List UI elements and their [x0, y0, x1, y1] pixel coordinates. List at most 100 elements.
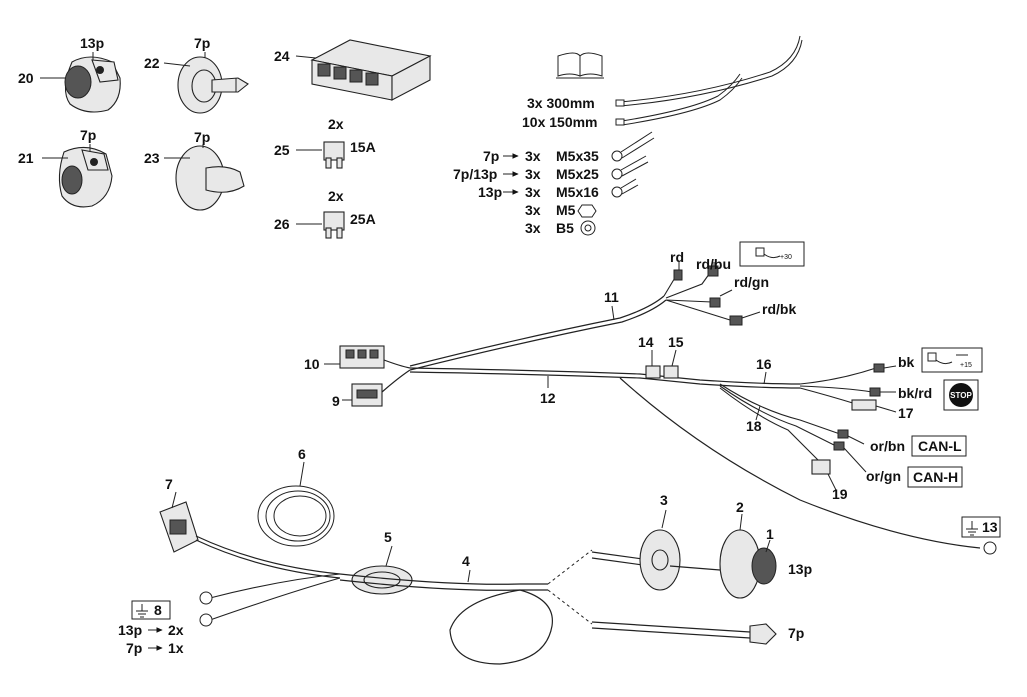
- part-number-20: 20: [18, 70, 34, 86]
- ring-terminal-8a: [199, 591, 213, 605]
- connector-part-19: [811, 459, 831, 475]
- part-number-22: 22: [144, 55, 160, 71]
- terminal-or-gn: [833, 441, 845, 451]
- socket-7p-part-21: [42, 144, 113, 208]
- cable-ties: [615, 35, 803, 126]
- part-number-15: 15: [668, 334, 684, 350]
- screws-list: 7p 3x M5x35 7p/13p 3x M5x25 13p 3x M5x16…: [453, 131, 655, 236]
- part-number-3: 3: [660, 492, 668, 508]
- washer-qty: 3x: [525, 220, 541, 236]
- part-number-25: 25: [274, 142, 290, 158]
- nut-size: M5: [556, 202, 576, 218]
- fuse-25a-part-26: [296, 211, 345, 239]
- part-number-9: 9: [332, 393, 340, 409]
- ring-terminal-8b: [199, 613, 213, 627]
- seal-part-2: [719, 513, 761, 599]
- socket-pins-label-21: 7p: [80, 127, 96, 143]
- badge-can-h: CAN-H: [907, 466, 963, 488]
- badge-plus30: +30: [739, 241, 805, 267]
- wire-color-rd-bk: rd/bk: [762, 301, 796, 317]
- fuse-rating-25a: 25A: [350, 211, 376, 227]
- fuse-qty-25: 2x: [328, 116, 344, 132]
- fuse-rating-15a: 15A: [350, 139, 376, 155]
- badge-stop: STOP: [943, 379, 979, 411]
- ground8-line2-prefix: 7p: [126, 640, 142, 656]
- part-number-17: 17: [898, 405, 914, 421]
- terminal-rd-gn: [709, 297, 721, 308]
- part-number-14: 14: [638, 334, 654, 350]
- ground8-line2-qty: 1x: [168, 640, 184, 656]
- connector-part-9: [342, 383, 383, 407]
- gasket-7p-part-23: [164, 144, 245, 211]
- socket-label-7p: 7p: [788, 625, 804, 641]
- cable-end-7p: [749, 623, 777, 645]
- socket-label-13p: 13p: [788, 561, 812, 577]
- terminal-bk-rd: [869, 387, 881, 397]
- ground-icon-13: [966, 521, 978, 536]
- ground8-line1-prefix: 13p: [118, 622, 142, 638]
- socket-pins-label-20: 13p: [80, 35, 104, 51]
- part-number-2: 2: [736, 499, 744, 515]
- part-number-5: 5: [384, 529, 392, 545]
- screw-2-qty: 3x: [525, 166, 541, 182]
- badge-stop-text: STOP: [950, 391, 972, 400]
- part-number-13: 13: [982, 519, 998, 535]
- ring-terminal-13: [983, 541, 997, 555]
- badge-can-l: CAN-L: [911, 435, 967, 457]
- cable-ties-short: 10x 150mm: [522, 114, 598, 130]
- terminal-rd-bk: [729, 315, 743, 326]
- fuse-holder-part-17: [851, 399, 877, 411]
- badge-ground-8: 8: [131, 600, 171, 620]
- wire-color-rd-bu: rd/bu: [696, 256, 731, 272]
- fuse-15a-part-25: [296, 141, 345, 169]
- badge-plus30-text: +30: [780, 254, 792, 261]
- part-number-4: 4: [462, 553, 470, 569]
- terminal-or-bn: [837, 429, 849, 439]
- screw-1-size: M5x35: [556, 148, 599, 164]
- wire-color-or-bn: or/bn: [870, 438, 905, 454]
- screw-2-size: M5x25: [556, 166, 599, 182]
- manual-book-icon: [556, 52, 604, 79]
- junction-part-14: [645, 365, 661, 379]
- connector-part-7: [159, 491, 199, 553]
- connector-part-10: [324, 345, 385, 369]
- battery-icon: [755, 247, 765, 257]
- badge-plus15: +15: [921, 347, 983, 373]
- part-number-21: 21: [18, 150, 34, 166]
- badge-ground-13: 13: [961, 516, 1001, 538]
- screw-3-qty: 3x: [525, 184, 541, 200]
- washer-size: B5: [556, 220, 574, 236]
- badge-can-h-text: CAN-H: [913, 469, 958, 485]
- socket-pins-label-23: 7p: [194, 129, 210, 145]
- wire-color-bk-rd: bk/rd: [898, 385, 932, 401]
- stop-sign-icon: [949, 383, 973, 407]
- socket-insert-part-1: [751, 539, 777, 585]
- junction-part-15: [663, 365, 679, 379]
- part-number-16: 16: [756, 356, 772, 372]
- cable-ties-long: 3x 300mm: [527, 95, 595, 111]
- part-number-1: 1: [766, 526, 774, 542]
- terminal-bk: [873, 363, 885, 373]
- part-number-18: 18: [746, 418, 762, 434]
- ground8-line1-qty: 2x: [168, 622, 184, 638]
- wire-color-bk: bk: [898, 354, 915, 370]
- wiring-harness: [324, 262, 997, 555]
- screw-3-size: M5x16: [556, 184, 599, 200]
- trailer-cable-assembly: [159, 461, 777, 665]
- part-number-23: 23: [144, 150, 160, 166]
- screw-1-prefix: 7p: [483, 148, 499, 164]
- socket-pins-label-22: 7p: [194, 35, 210, 51]
- part-number-6: 6: [298, 446, 306, 462]
- part-number-10: 10: [304, 356, 320, 372]
- nut-qty: 3x: [525, 202, 541, 218]
- screw-2-prefix: 7p/13p: [453, 166, 497, 182]
- part-number-26: 26: [274, 216, 290, 232]
- ground-icon-8: [136, 604, 148, 618]
- terminal-rd-bu: [707, 265, 719, 277]
- nut-icon: [577, 204, 597, 218]
- wire-color-or-gn: or/gn: [866, 468, 901, 484]
- part-number-11: 11: [604, 289, 619, 305]
- part-number-24: 24: [274, 48, 290, 64]
